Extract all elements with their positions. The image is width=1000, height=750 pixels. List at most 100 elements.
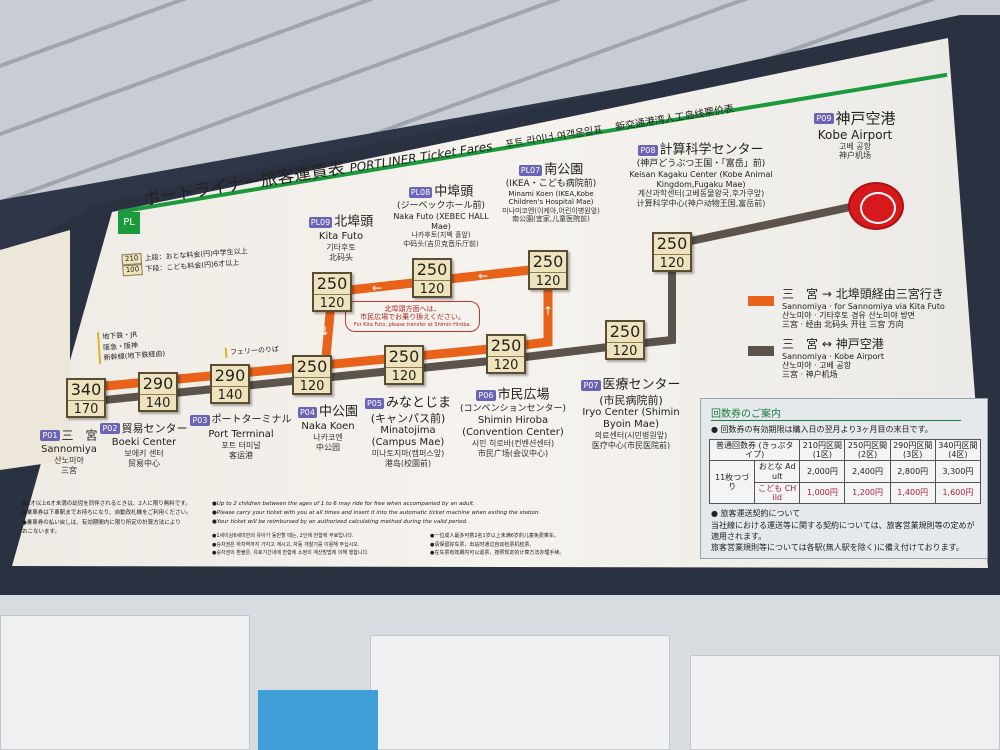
note-line: ●승차권은 하차역까지 가지고 계시고, 자동 개찰기를 이용해 주십시오. <box>212 541 360 548</box>
station-name: 南公園 <box>544 162 584 178</box>
legend-from-zh: 三宮 <box>782 370 798 380</box>
child-fare: 170 <box>73 402 99 417</box>
station-sub: (ジーベックホール前) <box>396 201 486 212</box>
adult-price: 2,000円 <box>799 460 846 483</box>
station-code: P06 <box>476 389 496 402</box>
note-line: ●Please carry your ticket with you at al… <box>212 509 541 516</box>
station-en: Port Terminal <box>208 429 274 441</box>
child-fare: 120 <box>319 296 345 311</box>
station-code: P05 <box>364 397 384 410</box>
legend-text: 三 宮 → 北埠頭経由三宮行き Sannomiya · for Sannomiy… <box>782 287 945 330</box>
portliner-logo: PL <box>118 212 140 234</box>
legend-to: 北埠頭経由三宮行き <box>835 287 944 301</box>
station-zh: 贸易中心 <box>128 458 160 468</box>
child-price: 1,600円 <box>934 481 982 505</box>
legend-from-en: Sannomiya <box>782 301 827 311</box>
child-price: 1,400円 <box>889 481 936 505</box>
adult-fare: 250 <box>654 234 690 255</box>
station-zh: 三宮 <box>61 465 77 475</box>
station-zh: 中码头(吉贝克音乐厅前) <box>403 239 479 248</box>
legend-from-ko: 산노미야 <box>782 360 812 370</box>
counter-panel <box>0 615 250 750</box>
station-name: 北埠頭 <box>334 214 374 230</box>
legend-orange: 三 宮 → 北埠頭経由三宮行き Sannomiya · for Sannomiy… <box>740 287 980 338</box>
station-en: Iryo Center (Shimin Byoin Mae) <box>582 407 680 431</box>
station-zh: 神户机场 <box>839 151 871 161</box>
legend-to-zh: 经由 北码头 开往 三宮 方向 <box>805 320 904 330</box>
station-en: Naka Koen <box>301 421 355 433</box>
child-fare: 120 <box>391 369 417 384</box>
notes-ja: ●1才以上6才未満の幼児を同伴されるときは、2人に限り無料です。 ●乗車券は下車… <box>22 500 204 537</box>
coupon-table: 普通回数券 (きっぷタイプ) 210円区間 (1区)250円区間 (2区)290… <box>708 438 982 505</box>
legend-to: 神戸空港 <box>835 337 884 351</box>
adult-label: おとな Adult <box>754 460 801 483</box>
station-en: Kita Futo <box>318 231 364 243</box>
terms-text: 当社線における運送等に関する契約については、旅客営業規則等の定めが適用されます。… <box>711 521 981 553</box>
station-name: 中公園 <box>319 404 359 420</box>
arrow-both-icon: ↔ <box>821 337 832 351</box>
note-line: ●一位成人最多可携2名1岁以上未满6岁的儿童免费乘车。 <box>430 533 559 539</box>
child-fare: 140 <box>145 396 171 411</box>
station-en: Boeki Center <box>111 437 177 449</box>
child-fare: 120 <box>419 282 445 297</box>
station-sub: (市民病院前) <box>599 394 663 408</box>
station-code: P02 <box>100 422 120 435</box>
station-zh: 医疗中心(市民医院前) <box>591 440 671 450</box>
adult-fare: 250 <box>314 274 350 295</box>
station-ko: 미나토지마(캠퍼스앞) <box>371 449 445 459</box>
child-fare: 120 <box>659 256 685 271</box>
station-en: Minami Koen (IKEA,Kobe Children's Hospit… <box>508 189 594 207</box>
station-code: P07 <box>581 379 601 392</box>
legend-gray: 三 宮 ↔ 神戸空港 Sannomiya · Kobe Airport 산노미야… <box>740 337 980 388</box>
station-code: PL08 <box>408 186 433 199</box>
legend-from-zh: 三宮 <box>782 320 798 330</box>
terms-line: 旅客営業規則等については各駅(無人駅を除く)に備え付けております。 <box>711 542 964 552</box>
notes-ko: ●1세이상6세미만의 유아가 동반할 때는, 2인에 한함에 무료입니다. ●승… <box>212 532 369 558</box>
legend-from: 三 宮 <box>782 337 819 351</box>
child-fare: 120 <box>535 274 561 289</box>
arrow-down-icon: ↓ <box>320 324 330 338</box>
adult-fare: 250 <box>488 336 524 357</box>
station-zh: 客运港 <box>229 450 253 460</box>
station-ko: 산노미야 <box>54 456 84 466</box>
adult-fare: 250 <box>386 347 422 368</box>
col-header: 210円区間 (1区) <box>799 438 846 462</box>
station-code: P08 <box>638 144 658 157</box>
adult-fare: 290 <box>140 374 176 395</box>
legend-from: 三 宮 <box>782 287 819 301</box>
note-line: ●1才以上6才未満の幼児を同伴されるときは、2人に限り無料です。 <box>22 501 191 507</box>
station-en: Kobe Airport <box>817 127 893 142</box>
note-line: ●Up to 2 children between the ages of 1 … <box>212 501 475 507</box>
station-en: Naka Futo (XEBEC HALL Mae) <box>393 211 489 231</box>
col-header: 340円区間 (4区) <box>934 438 982 462</box>
child-price: 1,200円 <box>844 481 891 505</box>
airport-terminus-icon <box>848 182 904 230</box>
note-en: For Kita Futo, please transfer at Shimin… <box>353 321 472 328</box>
child-label: こども CHild <box>754 481 801 505</box>
station-zh: 南公園(宜家,儿童医院前) <box>512 215 590 224</box>
station-code: P01 <box>40 429 60 442</box>
orange-swatch <box>748 296 774 306</box>
arrow-left-icon: ← <box>372 281 382 295</box>
station-name: 三 宮 <box>61 428 98 443</box>
legend-to-en: for Sannomiya via Kita Futo <box>834 301 945 311</box>
note-line: ●请保留好车票，出站时通过自动检票机检票。 <box>430 541 535 548</box>
note-line: ●승차권의 환불은, 유효기간내에 한함에 소정의 계산방법에 의해 행합니다. <box>212 550 369 556</box>
station-code: PL09 <box>308 216 333 229</box>
blue-panel <box>258 690 378 750</box>
counter-panel <box>690 655 1000 750</box>
station-en: Minatojima (Campus Mae) <box>371 425 445 449</box>
